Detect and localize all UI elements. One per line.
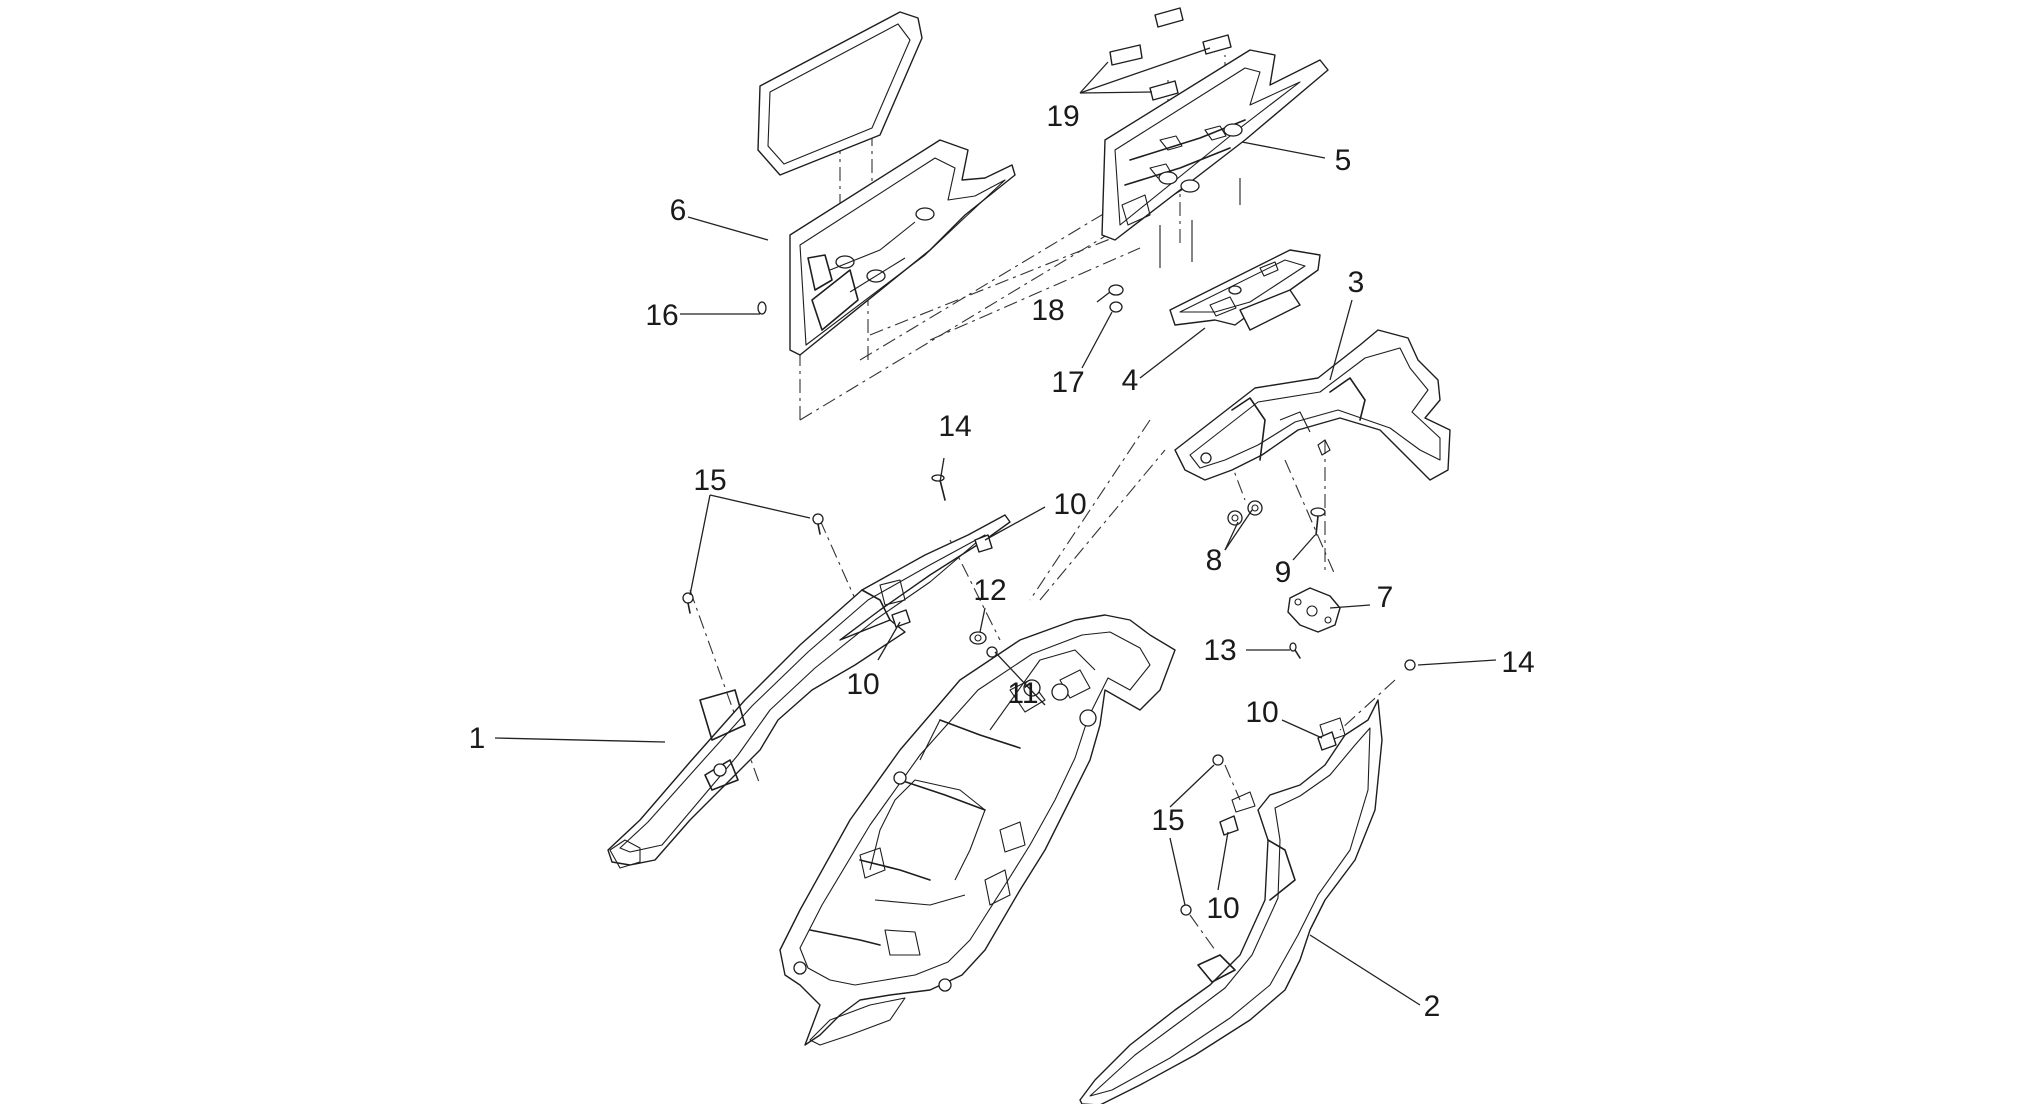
callout-label: 14 (938, 410, 971, 443)
screw-icon (1404, 659, 1416, 671)
callout-label: 18 (1031, 294, 1064, 327)
left-side-panel-icon (607, 514, 1011, 869)
screw-icon (986, 646, 998, 658)
callout-label: 12 (973, 574, 1006, 607)
right-upper-tail-fairing-icon (1101, 49, 1329, 268)
callout-label: 5 (1335, 144, 1352, 177)
callout-label: 10 (1206, 892, 1239, 925)
screw-icon (812, 513, 824, 535)
nut-icon (1109, 301, 1123, 313)
rubber-grommet-icon (1227, 510, 1243, 526)
callout-label: 14 (1501, 646, 1534, 679)
mounting-bracket-icon (1287, 587, 1341, 633)
callout-label: 15 (693, 464, 726, 497)
callout-label: 4 (1122, 364, 1139, 397)
screw-icon (1212, 754, 1224, 766)
callout-label: 13 (1203, 634, 1236, 667)
screw-icon (1310, 507, 1326, 536)
clip-nut-icon (1219, 815, 1239, 836)
callout-leader-lines (494, 47, 1497, 1006)
right-side-panel-icon (1079, 699, 1383, 1104)
screw-icon (1289, 642, 1301, 659)
callout-label: 3 (1348, 266, 1365, 299)
screw-icon (682, 592, 694, 614)
screw-icon (931, 474, 946, 501)
decal-sticker-icon (1109, 7, 1232, 101)
callout-label: 6 (670, 194, 687, 227)
washer-icon (1108, 284, 1124, 296)
rear-fender-mudguard-icon (1174, 329, 1451, 481)
callout-label: 10 (1053, 488, 1086, 521)
left-upper-tail-fairing-icon (757, 11, 1016, 356)
clip-nut-icon (891, 609, 911, 628)
clip-nut-icon (974, 534, 993, 553)
tail-cover-plate-icon (1169, 249, 1321, 331)
callout-label: 10 (846, 668, 879, 701)
callout-label: 15 (1151, 804, 1184, 837)
callout-numbers: 1 2 3 4 5 6 7 8 9 10 10 10 10 10 11 12 1… (469, 100, 1535, 1023)
undertray-frame-icon (779, 614, 1176, 1046)
callout-label: 7 (1377, 581, 1394, 614)
callout-label: 2 (1424, 990, 1441, 1023)
callout-label: 1 (469, 722, 486, 755)
hardware-fasteners (682, 284, 1416, 916)
nut-icon (969, 631, 987, 645)
callout-label: 19 (1046, 100, 1079, 133)
callout-label: 11 (1007, 677, 1038, 710)
callout-label: 10 (1245, 696, 1278, 729)
callout-label: 9 (1275, 556, 1292, 589)
screw-icon (1180, 904, 1192, 916)
screw-icon (757, 301, 767, 315)
callout-label: 16 (645, 299, 678, 332)
callout-label: 8 (1206, 544, 1223, 577)
clip-nut-icon (1317, 731, 1337, 751)
callout-label: 17 (1051, 366, 1084, 399)
